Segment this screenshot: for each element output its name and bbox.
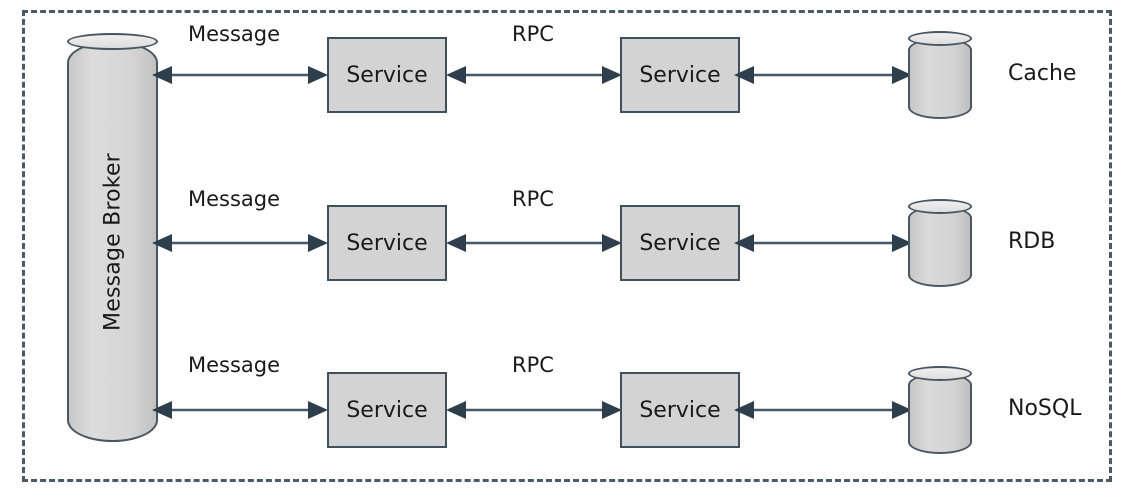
store-top-ellipse bbox=[908, 199, 972, 214]
service-label: Service bbox=[639, 230, 721, 256]
service-box-row3-left[interactable]: Service bbox=[327, 372, 447, 448]
store-body bbox=[908, 373, 972, 454]
edge-label-rpc-row3: RPC bbox=[512, 353, 554, 377]
edge-label-message-row1: Message bbox=[188, 22, 281, 46]
store-label-cache: Cache bbox=[1008, 61, 1077, 86]
store-top-ellipse bbox=[908, 31, 972, 46]
system-boundary bbox=[22, 10, 1112, 482]
service-label: Service bbox=[639, 397, 721, 423]
message-broker-top-ellipse bbox=[67, 33, 158, 50]
service-label: Service bbox=[346, 62, 428, 88]
edge-label-message-row3: Message bbox=[188, 353, 281, 377]
service-box-row1-left[interactable]: Service bbox=[327, 37, 447, 113]
store-cylinder-nosql[interactable] bbox=[908, 366, 972, 454]
store-label-rdb: RDB bbox=[1008, 229, 1056, 254]
message-broker-cylinder[interactable]: Message Broker bbox=[67, 33, 158, 450]
edge-label-rpc-row2: RPC bbox=[512, 187, 554, 211]
service-label: Service bbox=[639, 62, 721, 88]
message-broker-label: Message Broker bbox=[100, 152, 125, 331]
service-box-row2-left[interactable]: Service bbox=[327, 205, 447, 281]
service-box-row2-right[interactable]: Service bbox=[620, 205, 740, 281]
store-body bbox=[908, 38, 972, 119]
store-cylinder-cache[interactable] bbox=[908, 31, 972, 119]
service-label: Service bbox=[346, 397, 428, 423]
service-label: Service bbox=[346, 230, 428, 256]
store-body bbox=[908, 206, 972, 287]
store-top-ellipse bbox=[908, 366, 972, 381]
message-broker-body bbox=[67, 41, 158, 442]
store-cylinder-rdb[interactable] bbox=[908, 199, 972, 287]
edge-label-rpc-row1: RPC bbox=[512, 22, 554, 46]
store-label-nosql: NoSQL bbox=[1008, 396, 1082, 421]
service-box-row1-right[interactable]: Service bbox=[620, 37, 740, 113]
edge-label-message-row2: Message bbox=[188, 187, 281, 211]
service-box-row3-right[interactable]: Service bbox=[620, 372, 740, 448]
